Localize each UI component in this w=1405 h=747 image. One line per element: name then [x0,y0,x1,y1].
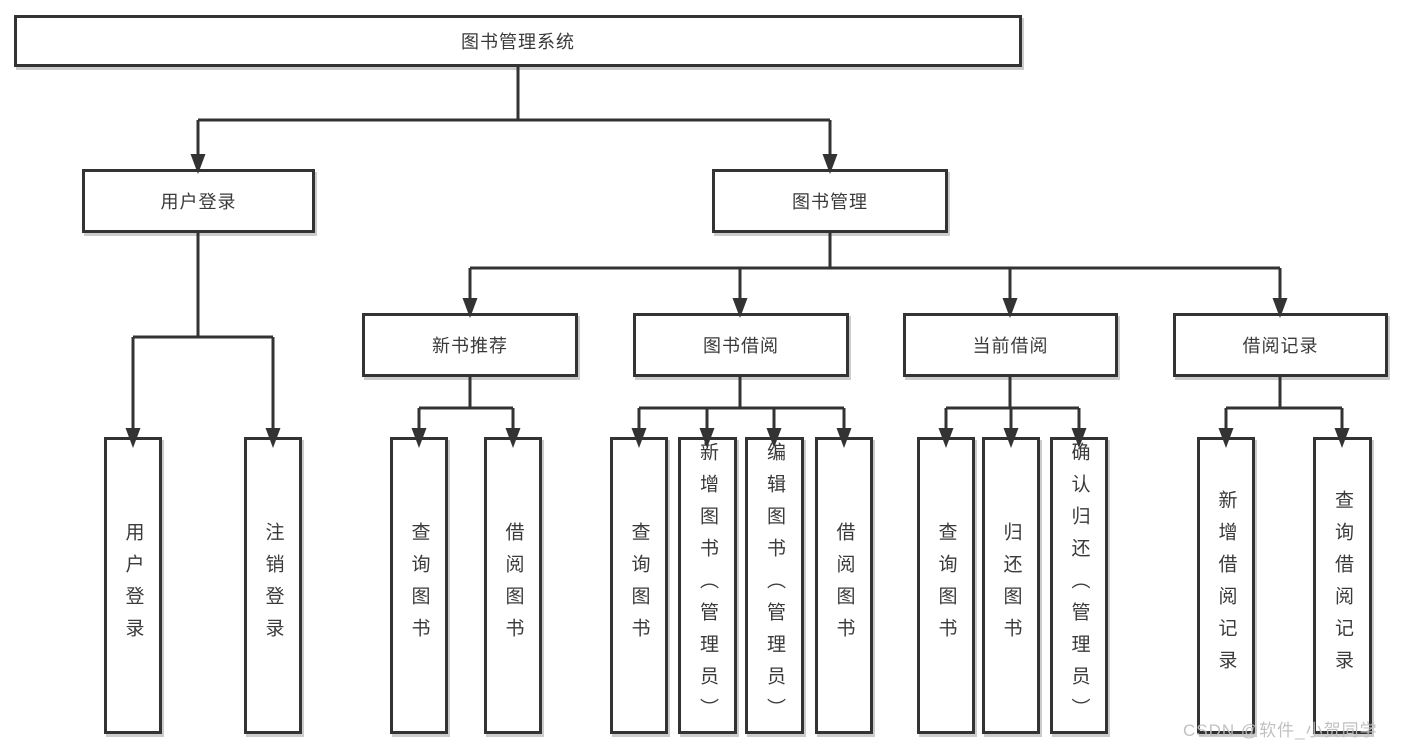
leaf-current-return-label: 归还图书 [1000,521,1022,650]
leaf-current-query: 查询图书 [917,437,975,734]
leaf-newbooks-query-label: 查询图书 [408,521,430,650]
leaf-borrow-edit-admin: 编辑图书（管理员） [745,437,804,734]
leaf-borrow-book: 借阅图书 [815,437,873,734]
node-book-management: 图书管理 [712,169,948,233]
leaf-borrow-query-label: 查询图书 [628,521,650,650]
leaf-logout: 注销登录 [244,437,302,734]
leaf-newbooks-borrow: 借阅图书 [484,437,542,734]
leaf-record-add-label: 新增借阅记录 [1215,489,1237,682]
node-new-book-recommend: 新书推荐 [362,313,578,377]
leaf-current-query-label: 查询图书 [935,521,957,650]
leaf-logout-label: 注销登录 [262,521,284,650]
leaf-current-return: 归还图书 [982,437,1040,734]
node-book-borrow: 图书借阅 [633,313,849,377]
leaf-current-confirm-admin: 确认归还（管理员） [1050,437,1108,734]
csdn-watermark: CSDN @软件_小贺同学 [1183,721,1378,740]
leaf-borrow-query: 查询图书 [610,437,668,734]
node-user-login: 用户登录 [82,169,315,233]
node-root-label: 图书管理系统 [461,32,575,52]
node-borrow-records: 借阅记录 [1173,313,1388,377]
leaf-newbooks-borrow-label: 借阅图书 [502,521,524,650]
node-book-borrow-label: 图书借阅 [703,336,779,356]
node-current-borrow-label: 当前借阅 [972,336,1049,356]
leaf-user-login: 用户登录 [104,437,162,734]
leaf-borrow-book-label: 借阅图书 [833,521,855,650]
leaf-current-confirm-admin-label: 确认归还（管理员） [1068,441,1090,730]
node-current-borrow: 当前借阅 [903,313,1118,377]
node-new-book-recommend-label: 新书推荐 [432,336,508,356]
leaf-user-login-label: 用户登录 [122,521,144,650]
leaf-record-query: 查询借阅记录 [1313,437,1372,734]
node-root: 图书管理系统 [14,15,1022,67]
leaf-record-query-label: 查询借阅记录 [1332,489,1353,682]
leaf-record-add: 新增借阅记录 [1197,437,1255,734]
node-user-login-label: 用户登录 [160,192,237,212]
leaf-borrow-add-admin: 新增图书（管理员） [678,437,737,734]
leaf-newbooks-query: 查询图书 [390,437,448,734]
node-borrow-records-label: 借阅记录 [1242,336,1319,356]
node-book-management-label: 图书管理 [792,192,868,212]
leaf-borrow-add-admin-label: 新增图书（管理员） [697,441,718,730]
leaf-borrow-edit-admin-label: 编辑图书（管理员） [764,441,785,730]
